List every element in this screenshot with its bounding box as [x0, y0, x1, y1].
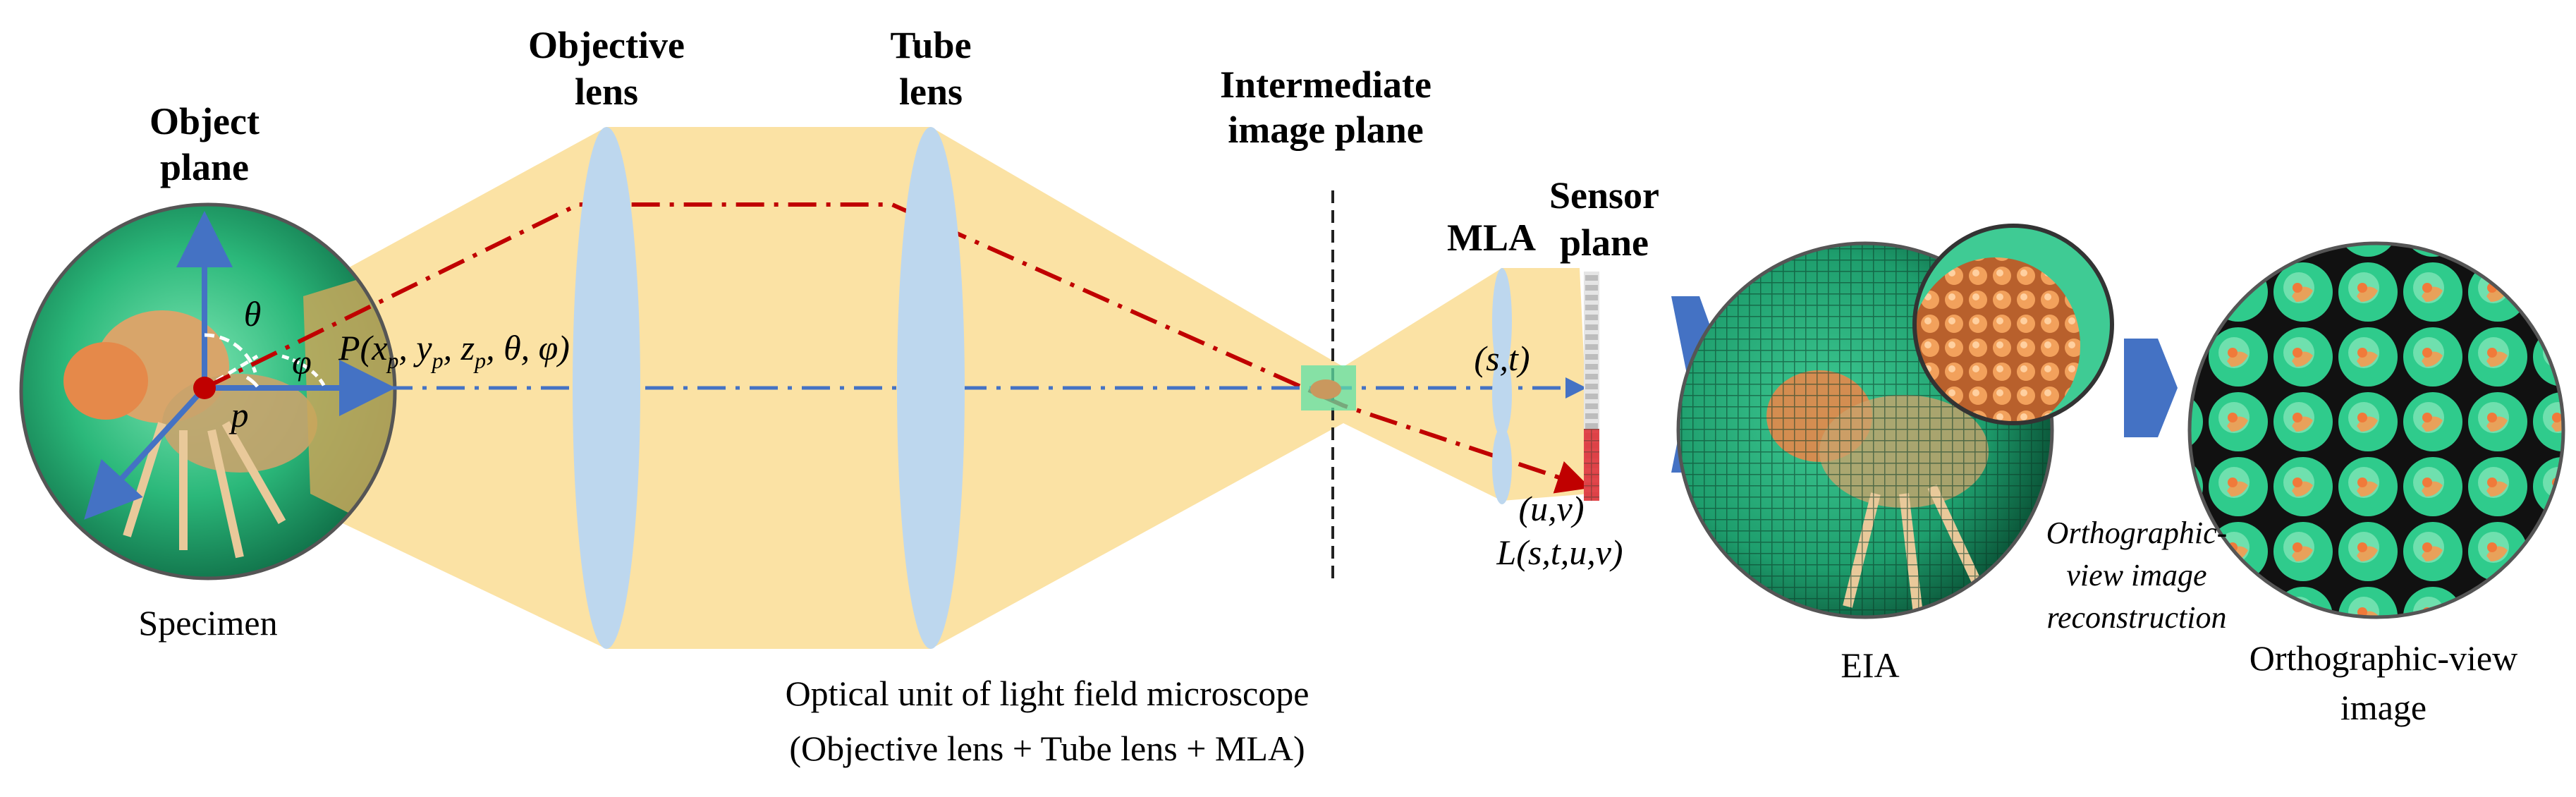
sensor-pixel [1585, 413, 1598, 419]
sensor-pixel [1585, 394, 1598, 399]
red-ray [203, 202, 1591, 494]
tube-lens-label-1: Tube [890, 24, 971, 66]
objective-lens [573, 127, 640, 649]
reconstruction-label-3: reconstruction [2047, 600, 2227, 635]
sensor-pixel [1585, 275, 1598, 281]
object-plane-label-2: plane [160, 146, 249, 188]
light-field-label: L(s,t,u,v) [1496, 533, 1623, 572]
sensor-pixel [1585, 315, 1598, 320]
intermediate-image [1301, 365, 1356, 410]
sensor-plane [1584, 272, 1599, 501]
point-coordinate-label: P(xp, yp, zp, θ, φ) [338, 328, 570, 373]
optical-unit-label-2: (Objective lens + Tube lens + MLA) [789, 729, 1305, 768]
intermediate-plane-label-2: image plane [1228, 109, 1424, 151]
sensor-pixel [1585, 324, 1598, 330]
objective-lens-label-1: Objective [528, 24, 685, 66]
eia-label: EIA [1841, 645, 1899, 685]
orthographic-image-label-1: Orthographic-view [2250, 638, 2517, 678]
sensor-pixel [1585, 344, 1598, 350]
sensor-pixel [1585, 384, 1598, 389]
p-label: p [229, 395, 249, 434]
phi-label: φ [292, 342, 312, 382]
sensor-pixel [1585, 354, 1598, 360]
object-plane-label-1: Object [149, 100, 260, 142]
orthographic-image-label-2: image [2340, 688, 2427, 727]
sensor-pixel [1585, 374, 1598, 379]
tube-lens-label-2: lens [899, 71, 963, 113]
tube-lens [897, 127, 965, 649]
coordinate-axes [84, 211, 396, 520]
sensor-pixel [1585, 285, 1598, 291]
sensor-plane-label-1: Sensor [1549, 174, 1659, 217]
eia-image [1676, 241, 2054, 619]
uv-label: (u,v) [1519, 489, 1585, 528]
eia-zoom-inset [1912, 224, 2114, 425]
optical-unit-label-1: Optical unit of light field microscope [786, 674, 1310, 713]
process-arrow-2-icon [2124, 339, 2178, 437]
sensor-pixel [1585, 334, 1598, 340]
sensor-pixel [1585, 423, 1598, 429]
light-beam-after-image [1343, 268, 1590, 501]
objective-lens-label-2: lens [575, 71, 638, 113]
intermediate-plane-label-1: Intermediate [1220, 63, 1432, 106]
microlens-array [1492, 268, 1512, 504]
mla-label: MLA [1447, 217, 1536, 259]
reconstruction-label-1: Orthographic- [2046, 516, 2228, 550]
st-label: (s,t) [1474, 339, 1530, 378]
sensor-plane-label-2: plane [1560, 221, 1649, 264]
sensor-pixel [1585, 364, 1598, 370]
sensor-pixel [1585, 305, 1598, 310]
sensor-pixel [1585, 295, 1598, 300]
reconstruction-label-2: view image [2066, 558, 2206, 592]
orthographic-view-image [2187, 241, 2565, 619]
specimen-label: Specimen [138, 603, 277, 643]
theta-label: θ [244, 294, 262, 334]
sensor-pixel [1585, 403, 1598, 409]
